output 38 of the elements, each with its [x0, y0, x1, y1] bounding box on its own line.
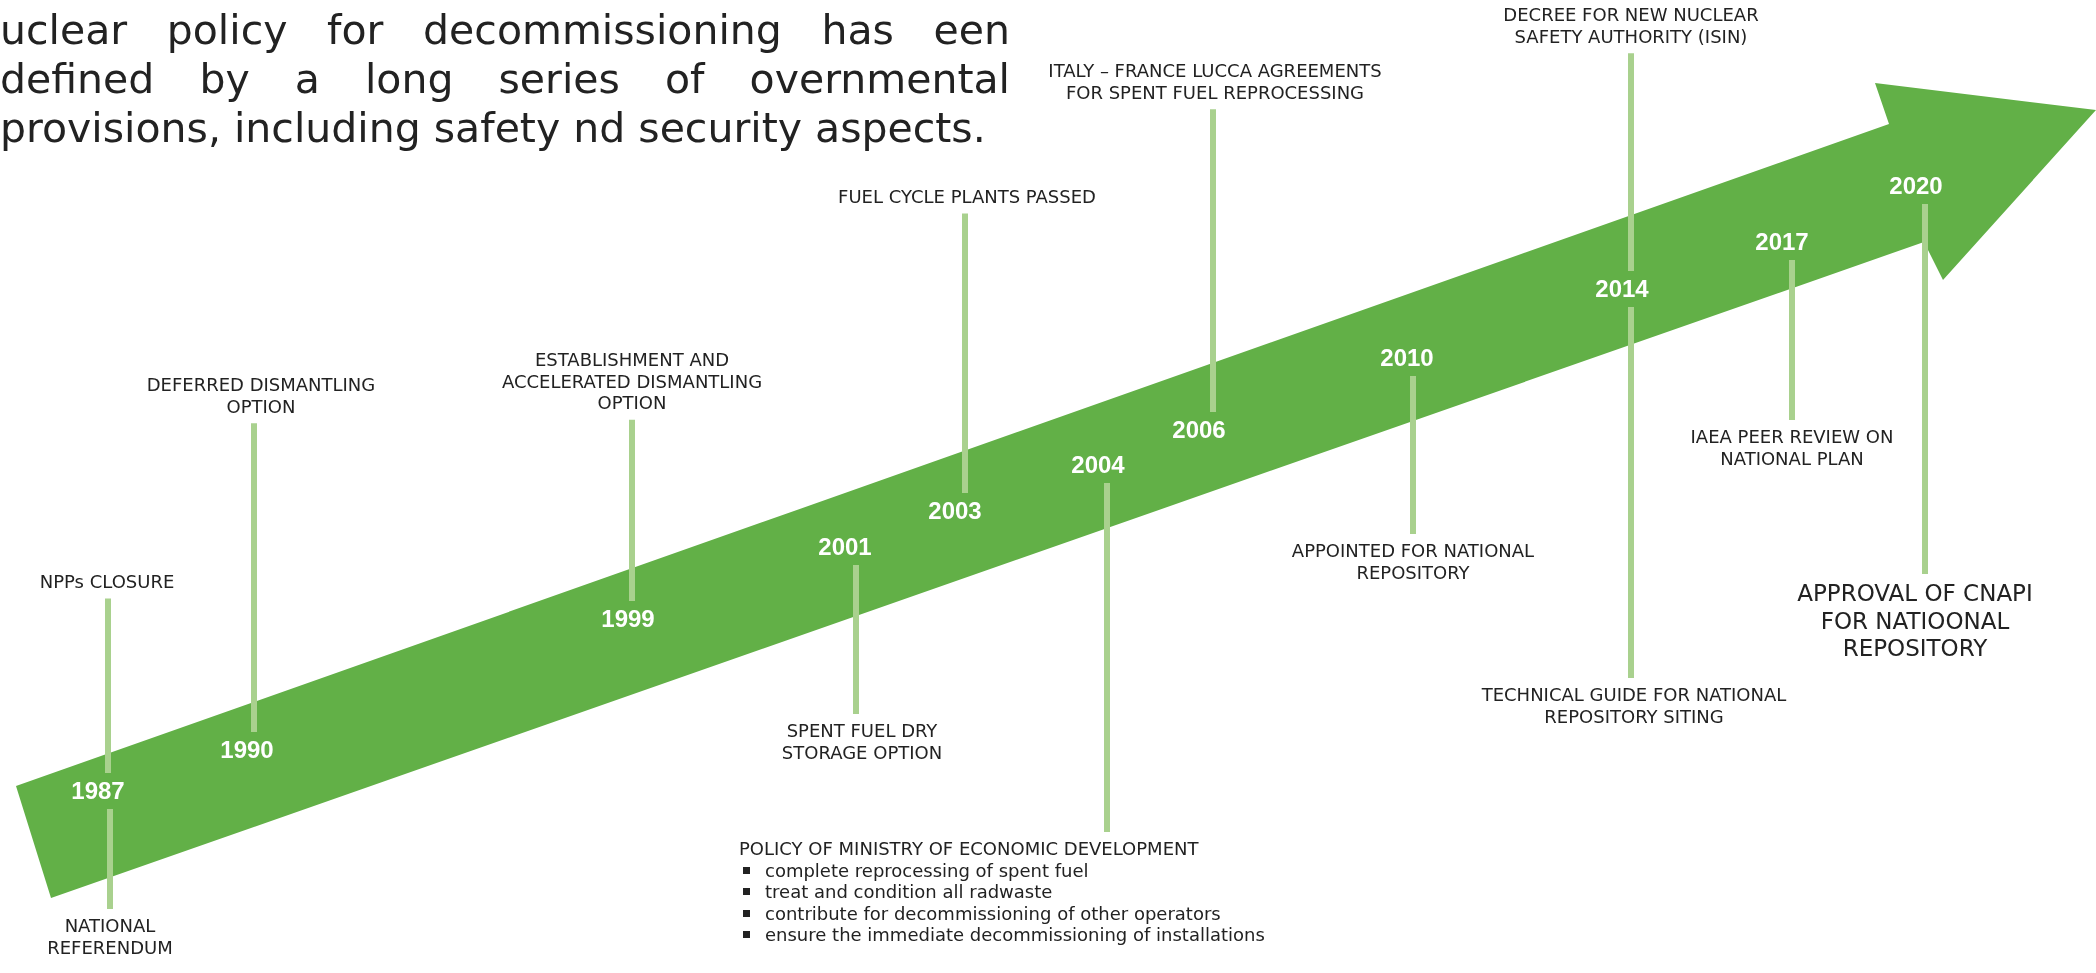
leader-line [962, 213, 968, 493]
year-label: 1987 [71, 777, 125, 805]
event-label: FUEL CYCLE PLANTS PASSED [807, 186, 1127, 208]
event-label: TECHNICAL GUIDE FOR NATIONAL REPOSITORY SITING [1444, 684, 1824, 728]
event-heading: POLICY OF MINISTRY OF ECONOMIC DEVELOPMENT [739, 838, 1200, 860]
bullet-item: ensure the immediate decommissioning of installations [739, 924, 1265, 946]
event-label: APPOINTED FOR NATIONAL REPOSITORY [1263, 540, 1563, 584]
event-label: NATIONAL REFERENDUM [10, 915, 210, 959]
year-label: 2020 [1889, 172, 1943, 200]
year-label: 2006 [1172, 416, 1226, 444]
leader-line [853, 565, 859, 714]
year-label: 2010 [1380, 344, 1434, 372]
year-label: 1990 [220, 736, 274, 764]
bullet-item: complete reprocessing of spent fuel [739, 859, 1265, 882]
event-label: IAEA PEER REVIEW ON NATIONAL PLAN [1672, 426, 1912, 470]
year-label: 2001 [818, 533, 872, 561]
event-label: ESTABLISHMENT AND ACCELERATED DISMANTLING OPTION [472, 349, 792, 414]
leader-line [105, 598, 111, 773]
year-label: 1999 [601, 605, 655, 633]
event-label: DECREE FOR NEW NUCLEAR SAFETY AUTHORITY (ISIN) [1471, 4, 1791, 48]
year-label: 2004 [1071, 451, 1125, 479]
leader-line [1210, 109, 1216, 412]
event-label: ITALY – FRANCE LUCCA AGREEMENTS FOR SPENT FUEL REPROCESSING [1035, 60, 1395, 104]
event-label: NPPs CLOSURE [0, 571, 217, 593]
leader-line [1922, 204, 1928, 574]
event-label: SPENT FUEL DRY STORAGE OPTION [742, 720, 982, 764]
intro-paragraph: uclear policy for decommissioning has een defined by a long series of overnmental provisions, including safety nd security aspects. [0, 6, 1010, 153]
leader-line [1104, 483, 1110, 832]
year-label: 2017 [1755, 228, 1809, 256]
leader-line [1628, 53, 1634, 271]
leader-line [1410, 376, 1416, 534]
bullet-item: treat and condition all radwaste [739, 881, 1265, 903]
year-label: 2003 [928, 497, 982, 525]
bullet-item: contribute for decommissioning of other operators [739, 902, 1265, 925]
leader-line [1628, 307, 1634, 678]
year-label: 2014 [1595, 275, 1649, 303]
event-label: DEFERRED DISMANTLING OPTION [111, 374, 411, 418]
event-label: APPROVAL OF CNAPI FOR NATIOONAL REPOSITORY [1795, 580, 2035, 663]
